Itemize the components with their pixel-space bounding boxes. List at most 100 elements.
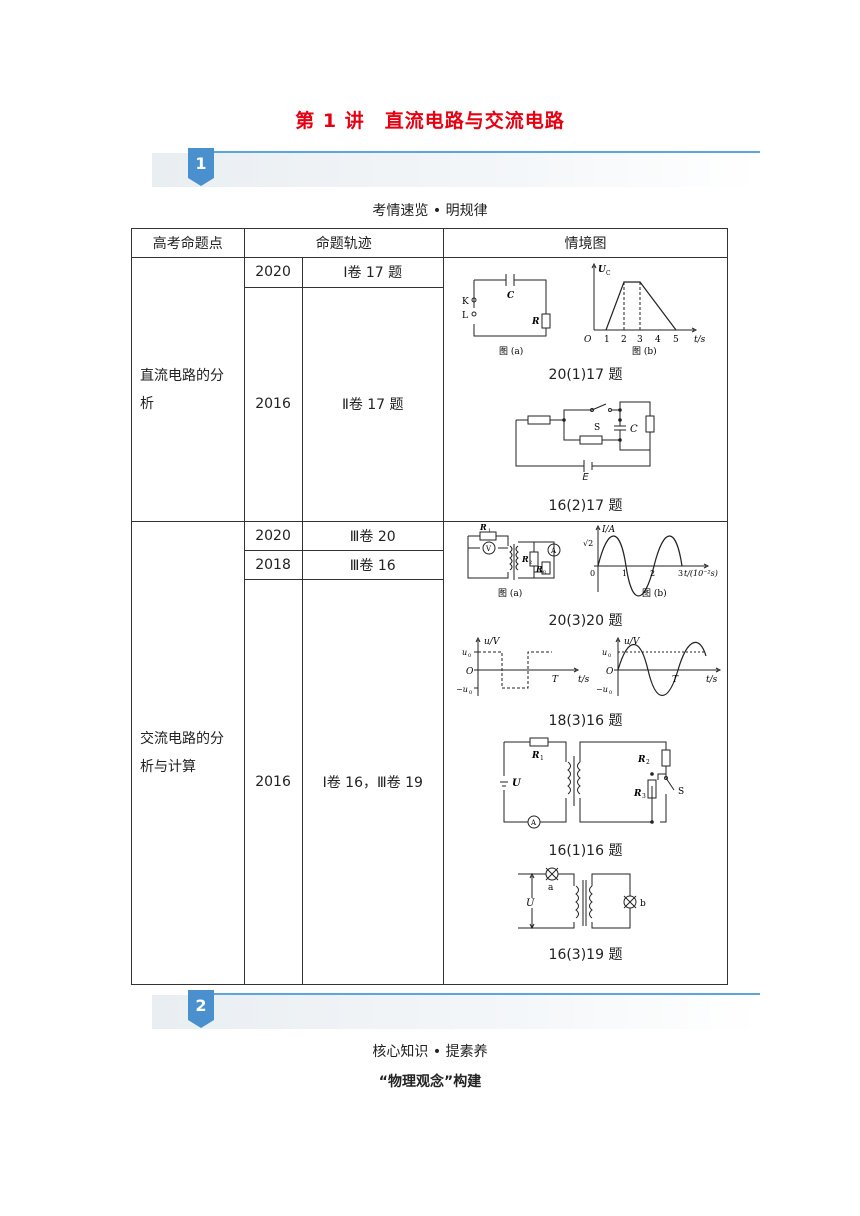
svg-text:U: U	[598, 265, 607, 275]
figure-cell: R 1 V R 2 A R 3 图 (a) I/A √2 0 1 2	[442, 521, 729, 985]
track-cell: Ⅲ卷 16	[301, 550, 444, 581]
svg-text:3: 3	[543, 570, 546, 576]
year-cell: 2020	[243, 520, 303, 552]
svg-text:V: V	[485, 545, 492, 553]
year-cell: 2018	[243, 550, 303, 581]
svg-text:U: U	[512, 778, 522, 789]
svg-text:S: S	[678, 787, 684, 797]
section-number: 1	[195, 154, 207, 173]
svg-text:R: R	[535, 564, 543, 574]
svg-text:0: 0	[590, 569, 595, 578]
svg-text:t/s: t/s	[706, 675, 718, 685]
table-row: 直流电路的分析 2020 Ⅰ卷 17 题 K L C R 图 (a)	[131, 257, 729, 522]
svg-text:R: R	[637, 755, 646, 765]
svg-text:图 (a): 图 (a)	[498, 588, 522, 599]
figure-caption: 16(1)16 题	[548, 843, 623, 859]
svg-text:u: u	[602, 648, 607, 657]
svg-text:3: 3	[637, 335, 643, 345]
square-and-sine-wave-figure: u/V u 0 O T t/s −u 0 u/V u 0 O T t/s −u …	[456, 636, 722, 697]
header-topic: 高考命题点	[131, 228, 245, 258]
rc-circuit-and-graph-figure: K L C R 图 (a) U C O 1 2 3	[462, 262, 706, 357]
svg-text:A: A	[550, 547, 557, 555]
figure-caption: 16(3)19 题	[548, 947, 623, 963]
svg-text:T: T	[672, 675, 679, 685]
section-number: 2	[195, 996, 207, 1015]
svg-text:t/s: t/s	[578, 675, 590, 685]
section-1-caption: 考情速览 • 明规律	[372, 203, 488, 219]
figure-caption: 18(3)16 题	[548, 713, 623, 729]
switch-capacitor-circuit-figure: S C	[515, 401, 655, 472]
header-track: 命题轨迹	[243, 228, 444, 258]
transformer-and-sine-figure: R 1 V R 2 A R 3 图 (a) I/A √2 0 1 2	[467, 522, 718, 599]
svg-text:L: L	[462, 311, 468, 321]
svg-text:3: 3	[642, 793, 646, 800]
svg-text:0: 0	[608, 653, 611, 659]
svg-text:a: a	[548, 883, 554, 893]
svg-text:R: R	[633, 789, 642, 799]
svg-text:O: O	[466, 667, 474, 677]
track-cell: Ⅲ卷 20	[301, 520, 444, 552]
svg-text:S: S	[594, 423, 600, 433]
svg-text:R: R	[479, 522, 487, 532]
svg-text:R: R	[521, 554, 529, 564]
transformer-switch-circuit-figure: R 1 U A R 2 R 3 S	[500, 737, 685, 829]
track-cell: Ⅰ卷 16，Ⅲ卷 19	[301, 579, 444, 985]
svg-text:C: C	[507, 291, 515, 301]
figure-caption: 16(2)17 题	[548, 498, 623, 514]
svg-text:T: T	[552, 675, 559, 685]
svg-text:I/A: I/A	[601, 525, 616, 535]
year-cell: 2016	[243, 579, 303, 985]
topic-cell: 直流电路的分析	[131, 257, 245, 522]
table-row: 交流电路的分析与计算 2020 Ⅲ卷 20 R 1 V	[131, 520, 729, 985]
figure-caption: 20(3)20 题	[548, 613, 623, 629]
svg-text:1: 1	[604, 335, 610, 345]
svg-text:图 (a): 图 (a)	[499, 346, 523, 356]
svg-text:K: K	[462, 297, 469, 307]
svg-text:−u: −u	[456, 685, 468, 694]
exam-topics-table: 高考命题点 命题轨迹 情境图 直流电路的分析 2020 Ⅰ卷 17 题 K L …	[131, 228, 729, 985]
table-row: 2016 Ⅰ卷 16，Ⅲ卷 19	[132, 579, 728, 985]
svg-text:C: C	[606, 270, 611, 277]
svg-text:1: 1	[622, 569, 627, 578]
svg-text:2: 2	[646, 759, 650, 766]
svg-text:A: A	[530, 819, 537, 827]
svg-text:b: b	[640, 899, 646, 909]
svg-text:1: 1	[540, 755, 544, 762]
year-cell: 2020	[243, 257, 303, 288]
svg-text:2: 2	[650, 569, 655, 578]
table-row: 2016 Ⅱ卷 17 题	[132, 286, 728, 523]
svg-text:0: 0	[469, 690, 472, 696]
svg-text:图 (b): 图 (b)	[642, 588, 667, 599]
section-tab-icon	[188, 990, 214, 1028]
emf-label: E	[582, 472, 589, 483]
svg-text:R: R	[531, 751, 540, 761]
svg-text:2: 2	[529, 560, 532, 566]
svg-text:4: 4	[655, 335, 661, 345]
svg-text:u: u	[462, 648, 467, 657]
track-cell: Ⅰ卷 17 题	[301, 257, 444, 288]
year-cell: 2016	[243, 286, 303, 523]
svg-text:R: R	[531, 317, 540, 327]
svg-text:0: 0	[609, 690, 612, 696]
section-1-banner: 1	[152, 148, 760, 188]
svg-text:u/V: u/V	[624, 637, 641, 647]
svg-text:0: 0	[468, 653, 471, 659]
track-cell: Ⅱ卷 17 题	[301, 286, 444, 523]
svg-text:O: O	[584, 335, 592, 345]
page-title: 第 1 讲 直流电路与交流电路	[295, 110, 565, 132]
svg-text:2: 2	[621, 335, 627, 345]
svg-text:O: O	[606, 667, 614, 677]
svg-text:C: C	[630, 424, 638, 435]
svg-text:t/s: t/s	[694, 335, 706, 345]
table-header-row: 高考命题点 命题轨迹 情境图	[131, 228, 729, 258]
topic-cell: 交流电路的分析与计算	[131, 521, 245, 985]
section-tab-icon	[188, 148, 214, 186]
svg-text:√2: √2	[583, 539, 593, 548]
table-row: 2018 Ⅲ卷 16	[132, 550, 728, 581]
figure-cell: K L C R 图 (a) U C O 1 2 3	[442, 257, 729, 522]
svg-text:图 (b): 图 (b)	[632, 346, 657, 356]
svg-text:3: 3	[678, 569, 683, 578]
svg-text:5: 5	[673, 335, 679, 345]
figure-caption: 20(1)17 题	[548, 367, 623, 383]
header-figure: 情境图	[442, 228, 729, 258]
